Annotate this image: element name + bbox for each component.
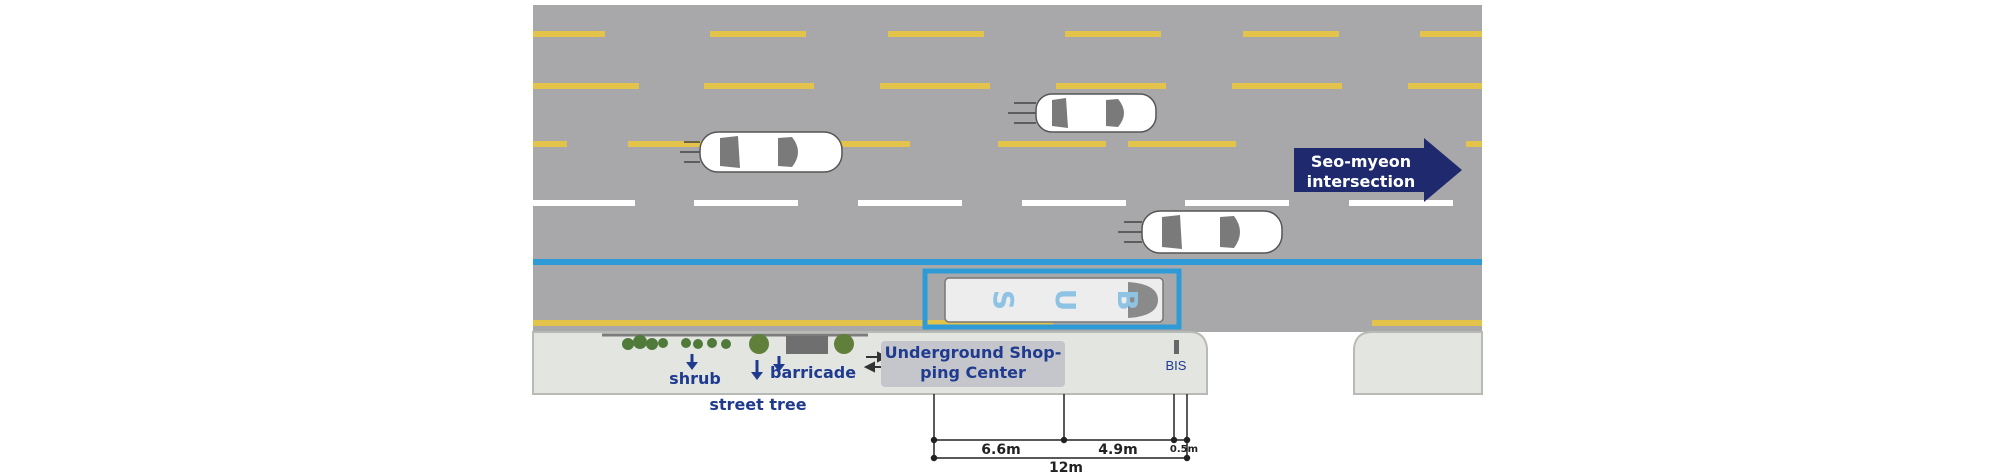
bis-post bbox=[1174, 340, 1179, 354]
direction-arrow-sign bbox=[1294, 138, 1462, 202]
shopping-center-line1: Underground Shop- bbox=[885, 343, 1062, 362]
white-lane-markings bbox=[533, 200, 1453, 206]
direction-sign-line1: Seo-myeon bbox=[1311, 152, 1411, 171]
sidewalk-right bbox=[1353, 331, 1483, 395]
bus bbox=[944, 277, 1164, 323]
car-3 bbox=[1118, 210, 1283, 254]
dimension-lines bbox=[930, 394, 1191, 462]
shrub-arrow-icon bbox=[686, 354, 698, 370]
bus-lane-line bbox=[533, 259, 1482, 265]
dimension-total: 12m bbox=[1049, 460, 1083, 475]
shrub-label: shrub bbox=[669, 369, 721, 388]
barricade-box bbox=[786, 336, 828, 354]
dimension-seg1: 6.6m bbox=[981, 442, 1020, 458]
shrub-group-1 bbox=[622, 335, 668, 350]
bis-label: BIS bbox=[1166, 358, 1187, 373]
car-2 bbox=[1008, 93, 1157, 133]
direction-sign-line2: intersection bbox=[1307, 172, 1416, 191]
street-tree-1 bbox=[749, 334, 769, 354]
bus-letter-b: B bbox=[1111, 289, 1144, 310]
car-1 bbox=[680, 131, 843, 173]
barricade-arrow-icon bbox=[773, 356, 785, 372]
street-tree-2 bbox=[834, 334, 854, 354]
shrub-group-2 bbox=[681, 338, 731, 349]
yellow-lane-markings bbox=[533, 31, 1482, 326]
bus-letter-u: U bbox=[1049, 289, 1082, 312]
bus-letter-s: S bbox=[987, 290, 1020, 310]
dimension-seg2: 4.9m bbox=[1098, 442, 1137, 458]
dimension-seg3: 0.5m bbox=[1170, 444, 1198, 455]
underground-shopping-center bbox=[881, 341, 1065, 387]
street-tree-arrow-icon bbox=[751, 360, 763, 380]
street-tree-label: street tree bbox=[709, 395, 806, 414]
curb-yellow-line bbox=[533, 320, 1053, 326]
shopping-center-line2: ping Center bbox=[920, 363, 1026, 382]
bus-stop-frame bbox=[922, 268, 1182, 330]
barricade-label: barricade bbox=[770, 363, 856, 382]
